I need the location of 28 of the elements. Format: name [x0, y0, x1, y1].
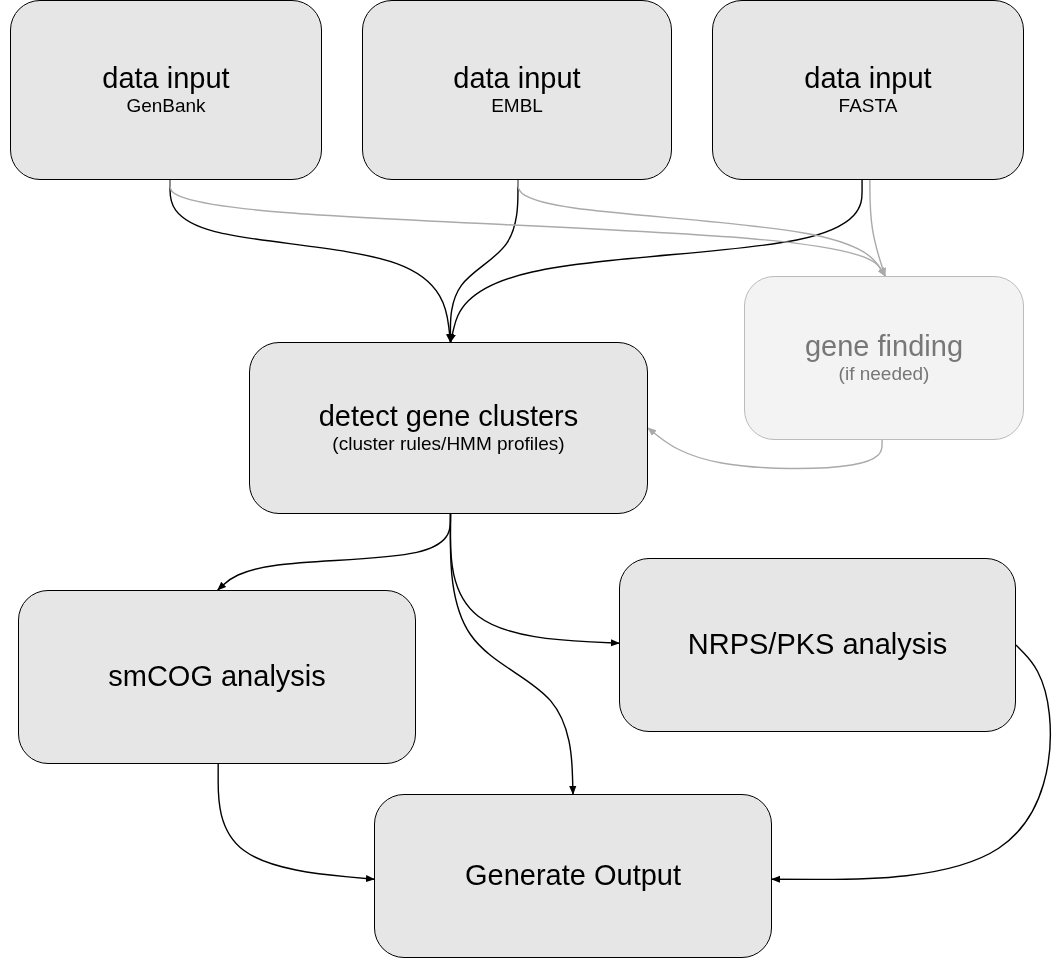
box-subtitle: (if needed) — [838, 363, 930, 387]
arrow — [771, 644, 1051, 883]
process-box — [374, 794, 772, 958]
box-title: Generate Output — [465, 859, 681, 893]
box-subtitle: (cluster rules/HMM profiles) — [332, 433, 565, 457]
process-box — [362, 0, 672, 180]
box-title: data input — [102, 61, 230, 96]
box-title: data input — [804, 61, 932, 96]
box-title: smCOG analysis — [108, 660, 326, 694]
arrow — [449, 513, 577, 795]
arrow — [869, 179, 886, 277]
process-box — [744, 276, 1024, 440]
arrow — [448, 179, 863, 343]
process-box — [619, 558, 1016, 732]
box-subtitle: GenBank — [126, 95, 206, 119]
box-title: detect gene clusters — [318, 399, 579, 434]
arrow — [647, 427, 883, 470]
box-title: NRPS/PKS analysis — [687, 628, 948, 662]
process-box — [10, 0, 322, 180]
arrow — [517, 179, 886, 277]
process-box — [18, 590, 416, 764]
arrow — [217, 763, 375, 883]
box-subtitle: EMBL — [491, 95, 543, 119]
process-box — [712, 0, 1024, 180]
process-box — [249, 342, 648, 514]
box-title: data input — [453, 61, 581, 96]
box-subtitle: FASTA — [838, 95, 898, 119]
box-title: gene finding — [805, 329, 963, 364]
